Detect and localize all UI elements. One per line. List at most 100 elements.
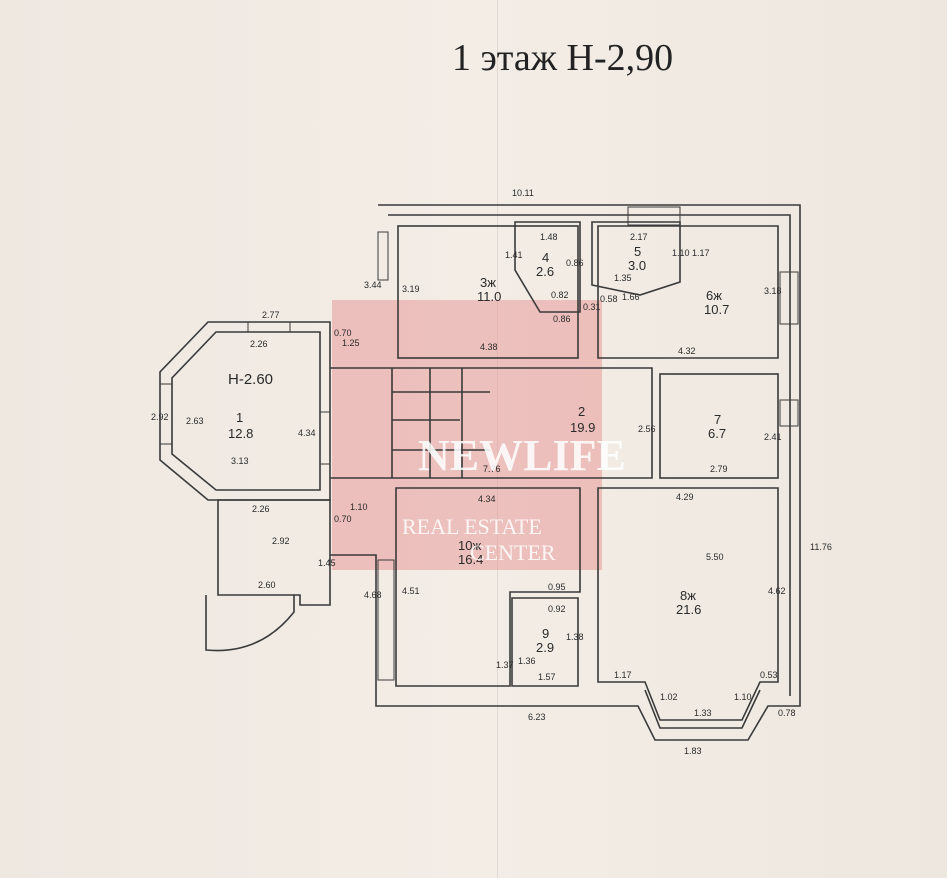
dim-429: 4.29 <box>676 492 694 502</box>
room-1-inner <box>171 331 321 491</box>
paper-fold-line <box>497 0 498 878</box>
dim-053: 0.53 <box>760 670 778 680</box>
room-6-number: 6ж <box>706 288 722 303</box>
dim-137: 1.37 <box>496 660 514 670</box>
window-left-10 <box>377 559 395 681</box>
dim-166: 1.66 <box>622 292 640 302</box>
room-5-wall <box>591 221 681 296</box>
windows <box>159 206 799 681</box>
dim-623: 6.23 <box>528 712 546 722</box>
dim-058: 0.58 <box>600 294 618 304</box>
room-10-area: 16.4 <box>458 552 483 567</box>
dim-432: 4.32 <box>678 346 696 356</box>
dim-086b: 0.86 <box>553 314 571 324</box>
dimension-labels: 10.11 2.77 2.26 0.70 1.25 3.44 3.19 1.41… <box>151 188 832 756</box>
room-5-number: 5 <box>634 244 641 259</box>
walls <box>159 204 801 741</box>
plan-title: 1 этаж Н-2,90 <box>452 37 674 79</box>
dim-095: 0.95 <box>548 582 566 592</box>
watermark <box>332 300 602 570</box>
room-10-number: 10ж <box>458 538 481 553</box>
dim-468: 4.68 <box>364 590 382 600</box>
room-labels: 1 12.8 Н-2.60 2 19.9 3ж 11.0 4 2.6 5 3.0… <box>228 244 729 655</box>
room-9-area: 2.9 <box>536 640 554 655</box>
dim-031: 0.31 <box>583 302 601 312</box>
watermark-line1: REAL ESTATE <box>402 514 542 539</box>
dim-117b: 1.17 <box>614 670 632 680</box>
room-6-area: 10.7 <box>704 302 729 317</box>
window-top <box>627 206 681 226</box>
room-1-area: 12.8 <box>228 426 253 441</box>
room-3-wall <box>397 225 579 359</box>
room-8-number: 8ж <box>680 588 696 603</box>
window-right-6 <box>779 271 799 325</box>
window-right-7 <box>779 399 799 427</box>
dim-438: 4.38 <box>480 342 498 352</box>
dim-082: 0.82 <box>551 290 569 300</box>
bay-window <box>644 689 761 729</box>
room-8-wall <box>597 487 779 721</box>
window-room-1-left <box>159 383 173 445</box>
room-1-height: Н-2.60 <box>228 371 273 388</box>
dim-226b: 2.26 <box>252 504 270 514</box>
watermark-logo: NEWLIFE <box>418 431 626 480</box>
dim-092: 0.92 <box>548 604 566 614</box>
room-2-wall <box>330 367 653 479</box>
porch-stairs <box>205 595 295 652</box>
room-4-area: 2.6 <box>536 264 554 279</box>
dim-078: 0.78 <box>778 708 796 718</box>
room-7-number: 7 <box>714 412 721 427</box>
dim-451: 4.51 <box>402 586 420 596</box>
room-6-wall <box>597 225 779 359</box>
dim-292b: 2.92 <box>272 536 290 546</box>
dim-256: 2.56 <box>638 424 656 434</box>
dim-110a: 1.10 <box>672 248 690 258</box>
room-1-number: 1 <box>236 410 243 425</box>
room-4-wall <box>514 221 581 313</box>
room-3-area: 11.0 <box>477 289 501 304</box>
dim-148: 1.48 <box>540 232 558 242</box>
outer-wall <box>217 204 801 741</box>
dim-070a: 0.70 <box>334 328 352 338</box>
room-4-number: 4 <box>542 250 549 265</box>
dim-141: 1.41 <box>505 250 523 260</box>
dim-434b: 4.34 <box>478 494 496 504</box>
watermark-block <box>332 300 602 570</box>
dim-136: 1.36 <box>518 656 536 666</box>
watermark-text: NEWLIFE REAL ESTATE CENTER <box>402 431 626 565</box>
dim-top: 10.11 <box>512 188 534 198</box>
dim-462: 4.62 <box>768 586 786 596</box>
dim-776: 7.76 <box>483 464 501 474</box>
dim-550: 5.50 <box>706 552 724 562</box>
dim-1176: 11.76 <box>810 542 832 552</box>
dim-277: 2.77 <box>262 310 280 320</box>
dim-263: 2.63 <box>186 416 204 426</box>
dim-319: 3.19 <box>402 284 420 294</box>
dim-086a: 0.86 <box>566 258 584 268</box>
window-room-1-right <box>319 411 331 465</box>
room-9-number: 9 <box>542 626 549 641</box>
dim-102: 1.02 <box>660 692 678 702</box>
room-10-wall <box>395 487 581 687</box>
dim-135: 1.35 <box>614 273 632 283</box>
dim-117a: 1.17 <box>692 248 710 258</box>
dim-292: 2.92 <box>151 412 169 422</box>
dim-183: 1.83 <box>684 746 702 756</box>
dim-344: 3.44 <box>364 280 382 290</box>
dim-110b: 1.10 <box>350 502 368 512</box>
dim-125: 1.25 <box>342 338 360 348</box>
room-9-wall <box>511 597 579 687</box>
window-left-top <box>377 231 389 281</box>
window-room-1-top <box>247 321 291 333</box>
dim-157: 1.57 <box>538 672 556 682</box>
dim-145: 1.45 <box>318 558 336 568</box>
dim-260: 2.60 <box>258 580 276 590</box>
watermark-line2: CENTER <box>470 540 556 565</box>
room-8-area: 21.6 <box>676 602 701 617</box>
room-7-wall <box>659 373 779 479</box>
dim-279: 2.79 <box>710 464 728 474</box>
dim-133: 1.33 <box>694 708 712 718</box>
room-2-area: 19.9 <box>570 420 595 435</box>
room-1-outer <box>159 321 331 501</box>
